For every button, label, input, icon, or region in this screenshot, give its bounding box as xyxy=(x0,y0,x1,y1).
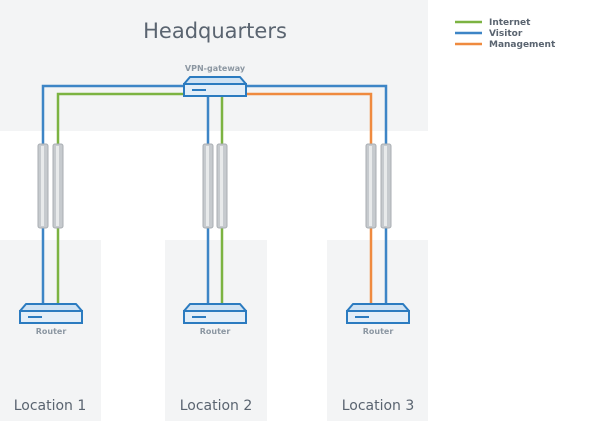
location-2-label: Location 2 xyxy=(180,398,253,414)
router-icon-location-3 xyxy=(346,303,410,324)
internet-link-location-1 xyxy=(56,92,186,307)
router-icon-location-1 xyxy=(19,303,83,324)
location-2-panel xyxy=(165,240,267,421)
visitor-link-location-1 xyxy=(41,84,186,307)
location-3-label: Location 3 xyxy=(342,398,415,414)
vpn-gateway-icon xyxy=(183,76,247,97)
legend-label-visitor: Visitor xyxy=(489,29,523,39)
tunnel-location-1 xyxy=(37,143,64,229)
headquarters-panel xyxy=(0,0,428,131)
headquarters-title: Headquarters xyxy=(143,19,287,43)
location-3-panel xyxy=(327,240,428,421)
tunnel-location-2 xyxy=(202,143,228,229)
legend-label-management: Management xyxy=(489,40,556,50)
tunnels xyxy=(37,143,392,229)
router-icon-location-2 xyxy=(183,303,247,324)
vpn-gateway-label: VPN-gateway xyxy=(185,64,246,73)
connections xyxy=(41,84,388,307)
tunnel-location-3 xyxy=(365,143,392,229)
router-label-location-3: Router xyxy=(363,327,394,336)
legend: Internet Visitor Management xyxy=(455,18,556,50)
management-link-location-3 xyxy=(244,92,373,307)
router-label-location-1: Router xyxy=(36,327,67,336)
location-1-label: Location 1 xyxy=(14,398,87,414)
visitor-link-location-3 xyxy=(244,84,388,307)
location-1-panel xyxy=(0,240,101,421)
legend-label-internet: Internet xyxy=(489,18,531,28)
router-label-location-2: Router xyxy=(200,327,231,336)
